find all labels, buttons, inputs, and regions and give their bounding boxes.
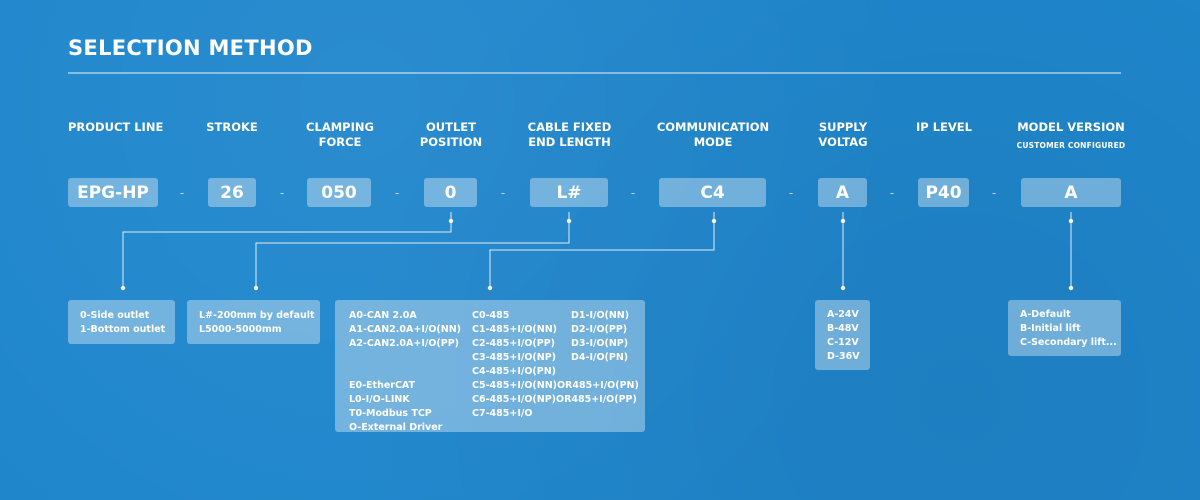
connector-dot bbox=[840, 285, 846, 291]
option-item: D2-I/O(PP) bbox=[571, 324, 628, 335]
connector-dot bbox=[711, 218, 717, 224]
option-item: C0-485 bbox=[472, 310, 510, 321]
option-item: A0-CAN 2.0A bbox=[349, 310, 417, 321]
option-item: C-Secondary lift... bbox=[1020, 337, 1117, 348]
option-spacer bbox=[349, 365, 461, 379]
option-item: C5-485+I/O(NN)OR485+I/O(PN) bbox=[472, 380, 639, 391]
code-supply-voltage: A bbox=[818, 178, 867, 207]
connector-dot bbox=[253, 285, 259, 291]
header-clamping-force: CLAMPING FORCE bbox=[306, 120, 374, 149]
code-stroke: 26 bbox=[208, 178, 256, 207]
option-item: D3-I/O(NP) bbox=[571, 338, 629, 349]
option-item: A-Default bbox=[1020, 309, 1071, 320]
option-item: D-36V bbox=[827, 351, 860, 362]
option-item: D1-I/O(NN) bbox=[571, 310, 630, 321]
separator: - bbox=[991, 186, 997, 200]
connector-dot bbox=[566, 218, 572, 224]
page-title: SELECTION METHOD bbox=[68, 36, 313, 60]
options-model-version: A-Default B-Initial lift C-Secondary lif… bbox=[1008, 300, 1121, 356]
code-outlet-position: 0 bbox=[424, 178, 477, 207]
connector-dot bbox=[120, 285, 126, 291]
option-item: L0-I/O-LINK bbox=[349, 394, 410, 405]
code-communication-mode: C4 bbox=[659, 178, 766, 207]
option-item: D4-I/O(PN) bbox=[571, 352, 629, 363]
code-ip-level: P40 bbox=[918, 178, 969, 207]
code-clamping-force: 050 bbox=[307, 178, 371, 207]
code-product-line: EPG-HP bbox=[68, 178, 158, 207]
option-item: T0-Modbus TCP bbox=[349, 408, 432, 419]
connector-cable bbox=[255, 212, 570, 288]
option-item: 0-Side outlet bbox=[80, 310, 150, 321]
option-spacer bbox=[349, 351, 461, 365]
options-communication-col2: C0-485 C1-485+I/O(NN) C2-485+I/O(PP) C3-… bbox=[472, 309, 639, 421]
code-cable-length: L# bbox=[530, 178, 608, 207]
connector-dot bbox=[840, 218, 846, 224]
options-communication-mode: A0-CAN 2.0A A1-CAN2.0A+I/O(NN) A2-CAN2.0… bbox=[335, 300, 645, 435]
option-item: C7-485+I/O bbox=[472, 408, 533, 419]
option-item: C3-485+I/O(NP) bbox=[472, 352, 556, 363]
connector-outlet bbox=[122, 212, 452, 288]
separator: - bbox=[500, 186, 506, 200]
options-cable-length: L#-200mm by default L5000-5000mm bbox=[187, 300, 320, 344]
options-communication-col3: D1-I/O(NN) D2-I/O(PP) D3-I/O(NP) D4-I/O(… bbox=[571, 309, 629, 365]
title-divider bbox=[68, 72, 1121, 74]
code-model-version: A bbox=[1021, 178, 1121, 207]
option-item: B-48V bbox=[827, 323, 859, 334]
option-item: L5000-5000mm bbox=[199, 324, 282, 335]
option-item: C6-485+I/O(NP)OR485+I/O(PP) bbox=[472, 394, 637, 405]
header-cable-fixed-end-length: CABLE FIXED END LENGTH bbox=[527, 120, 612, 149]
option-item: C4-485+I/O(PN) bbox=[472, 366, 556, 377]
option-item: 1-Bottom outlet bbox=[80, 324, 166, 335]
separator: - bbox=[788, 186, 794, 200]
header-model-version-label: MODEL VERSION bbox=[1017, 120, 1125, 134]
header-outlet-position: OUTLET POSITION bbox=[419, 120, 483, 149]
header-supply-voltag: SUPPLY VOLTAG bbox=[818, 120, 868, 149]
separator: - bbox=[630, 186, 636, 200]
options-outlet-position: 0-Side outlet 1-Bottom outlet bbox=[68, 300, 175, 344]
option-item: L#-200mm by default bbox=[199, 310, 315, 321]
connector-dot bbox=[1068, 218, 1074, 224]
option-item: C1-485+I/O(NN) bbox=[472, 324, 557, 335]
option-item: C2-485+I/O(PP) bbox=[472, 338, 556, 349]
connector-dot bbox=[448, 218, 454, 224]
header-product-line: PRODUCT LINE bbox=[68, 120, 164, 134]
header-model-version-sub: CUSTOMER CONFIGURED bbox=[1016, 141, 1126, 150]
separator: - bbox=[889, 186, 895, 200]
separator: - bbox=[279, 186, 285, 200]
option-item: A1-CAN2.0A+I/O(NN) bbox=[349, 324, 461, 335]
option-item: C-12V bbox=[827, 337, 859, 348]
connector-dot bbox=[1068, 285, 1074, 291]
connector-dot bbox=[487, 285, 493, 291]
options-communication-col1: A0-CAN 2.0A A1-CAN2.0A+I/O(NN) A2-CAN2.0… bbox=[349, 309, 461, 435]
separator: - bbox=[179, 186, 185, 200]
connector-communication bbox=[489, 212, 715, 288]
options-supply-voltage: A-24V B-48V C-12V D-36V bbox=[815, 300, 870, 370]
header-stroke: STROKE bbox=[206, 120, 258, 134]
header-communication-mode: COMMUNICATION MODE bbox=[656, 120, 770, 149]
option-item: A-24V bbox=[827, 309, 859, 320]
header-ip-level: IP LEVEL bbox=[916, 120, 972, 134]
header-model-version: MODEL VERSION CUSTOMER CONFIGURED bbox=[1011, 120, 1131, 153]
option-item: O-External Driver bbox=[349, 422, 443, 433]
option-item: E0-EtherCAT bbox=[349, 380, 416, 391]
option-item: A2-CAN2.0A+I/O(PP) bbox=[349, 338, 460, 349]
option-item: B-Initial lift bbox=[1020, 323, 1081, 334]
separator: - bbox=[394, 186, 400, 200]
